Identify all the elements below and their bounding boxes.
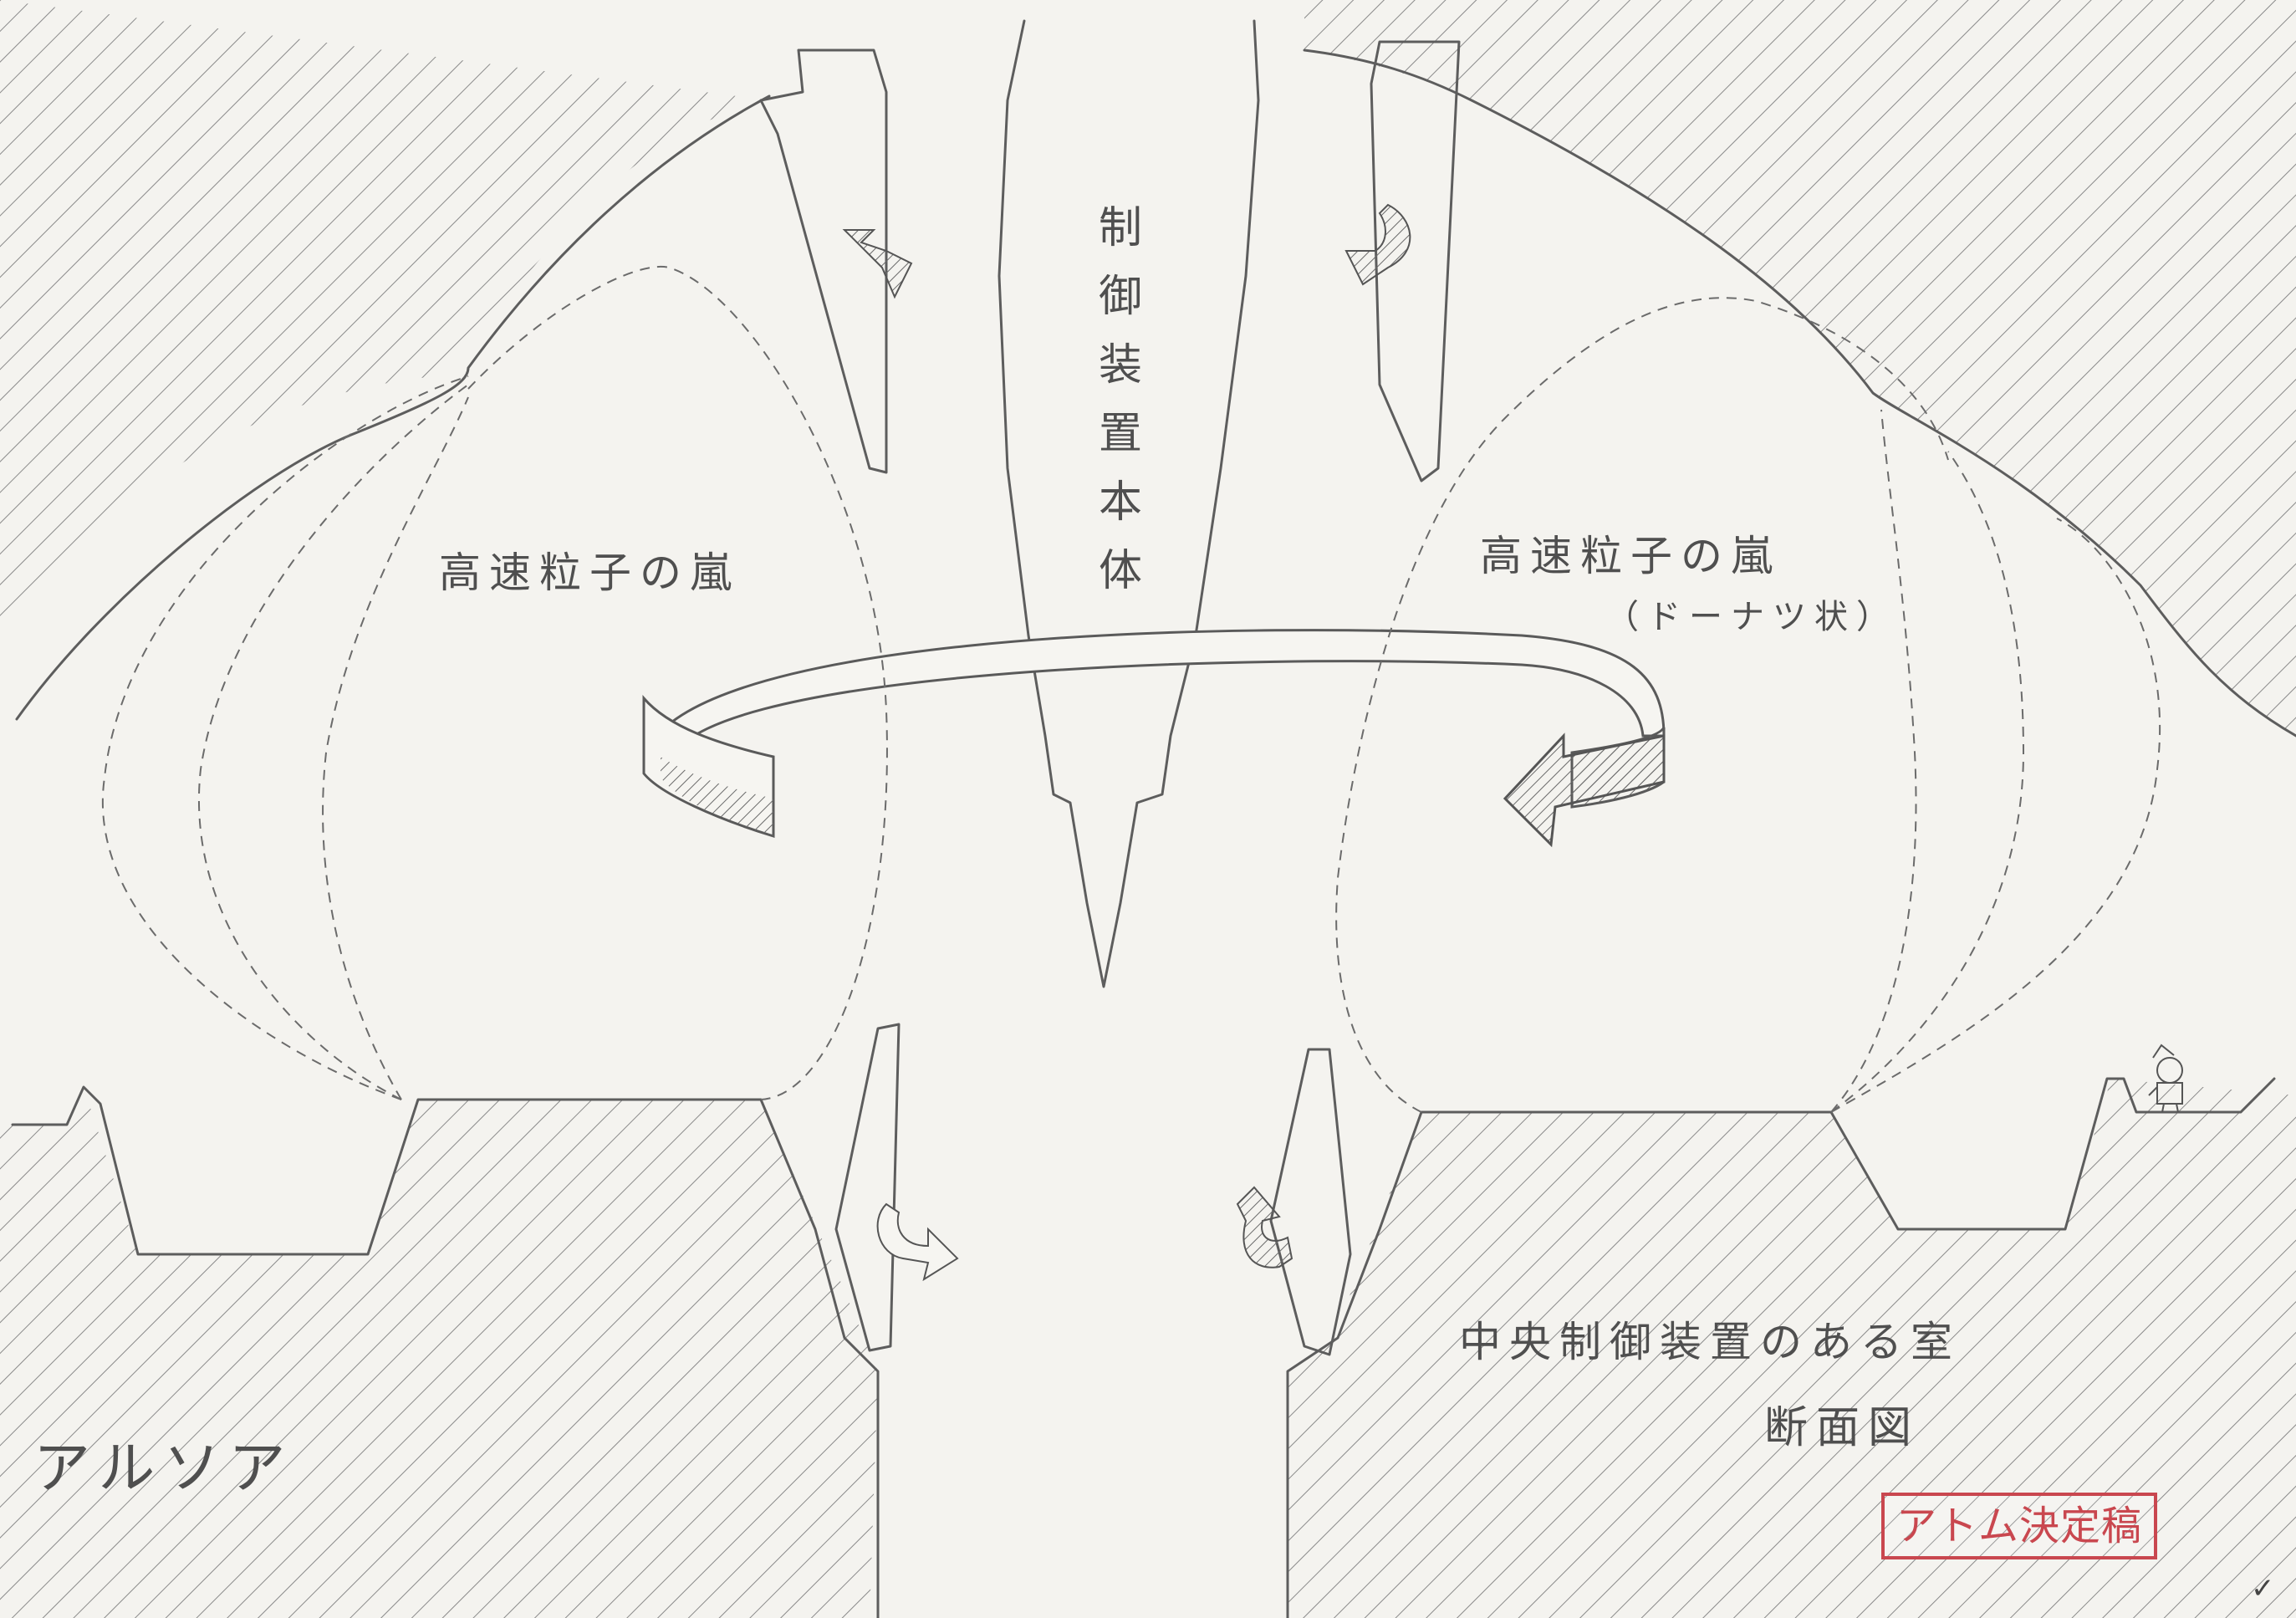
storm-boundary-right-inner — [1830, 409, 1917, 1113]
control-device-label: 制御装置本体 — [1098, 203, 1142, 596]
ceiling-rock-right — [1304, 0, 2296, 736]
storm-core-right — [1335, 297, 1949, 1113]
floor-rock-left — [0, 1087, 878, 1618]
storm-boundary-left-outer — [102, 375, 469, 1100]
storm-boundary-right-mid — [1830, 451, 2025, 1113]
small-figure-sketch — [2148, 1044, 2183, 1113]
storm-label-left: 高速粒子の嵐 — [439, 549, 740, 597]
storm-label-right: 高速粒子の嵐 — [1480, 532, 1781, 580]
control-device-shaft — [997, 19, 1260, 988]
ring-arrow-head — [1503, 732, 1666, 848]
lower-fin-left — [834, 1023, 901, 1352]
rotation-ring-shade-left — [661, 757, 773, 836]
rotation-arrow-lower-left — [876, 1202, 959, 1282]
rotation-arrow-upper-left — [842, 229, 913, 299]
rotation-ring-back — [642, 629, 1666, 771]
rotation-arrow-lower-right — [1236, 1186, 1293, 1268]
storm-core-left — [467, 265, 888, 1100]
section-label: 断面図 — [1764, 1403, 1921, 1453]
upper-fin-right — [1370, 40, 1461, 482]
ceiling-rock-left-edge — [15, 94, 771, 721]
floor-rock-right — [1288, 1079, 2296, 1618]
location-label: アルソア — [33, 1436, 294, 1502]
ceiling-rock-left — [0, 0, 769, 635]
lower-fin-right — [1269, 1048, 1352, 1356]
check-mark: ✓ — [2251, 1572, 2275, 1605]
floor-left-edge — [11, 1085, 880, 1618]
floor-right-edge — [1286, 1077, 2276, 1618]
room-title: 中央制御装置のある室 — [1459, 1318, 1961, 1366]
ceiling-rock-right-edge — [1303, 48, 2296, 738]
rotation-arrow-upper-right — [1344, 203, 1411, 286]
upper-fin-left — [759, 48, 888, 474]
storm-boundary-left-inner — [322, 396, 469, 1100]
approval-stamp: アトム決定稿 — [1881, 1493, 2157, 1559]
storm-note-right: （ドーナツ状） — [1605, 598, 1898, 636]
storm-boundary-left-mid — [198, 384, 469, 1100]
